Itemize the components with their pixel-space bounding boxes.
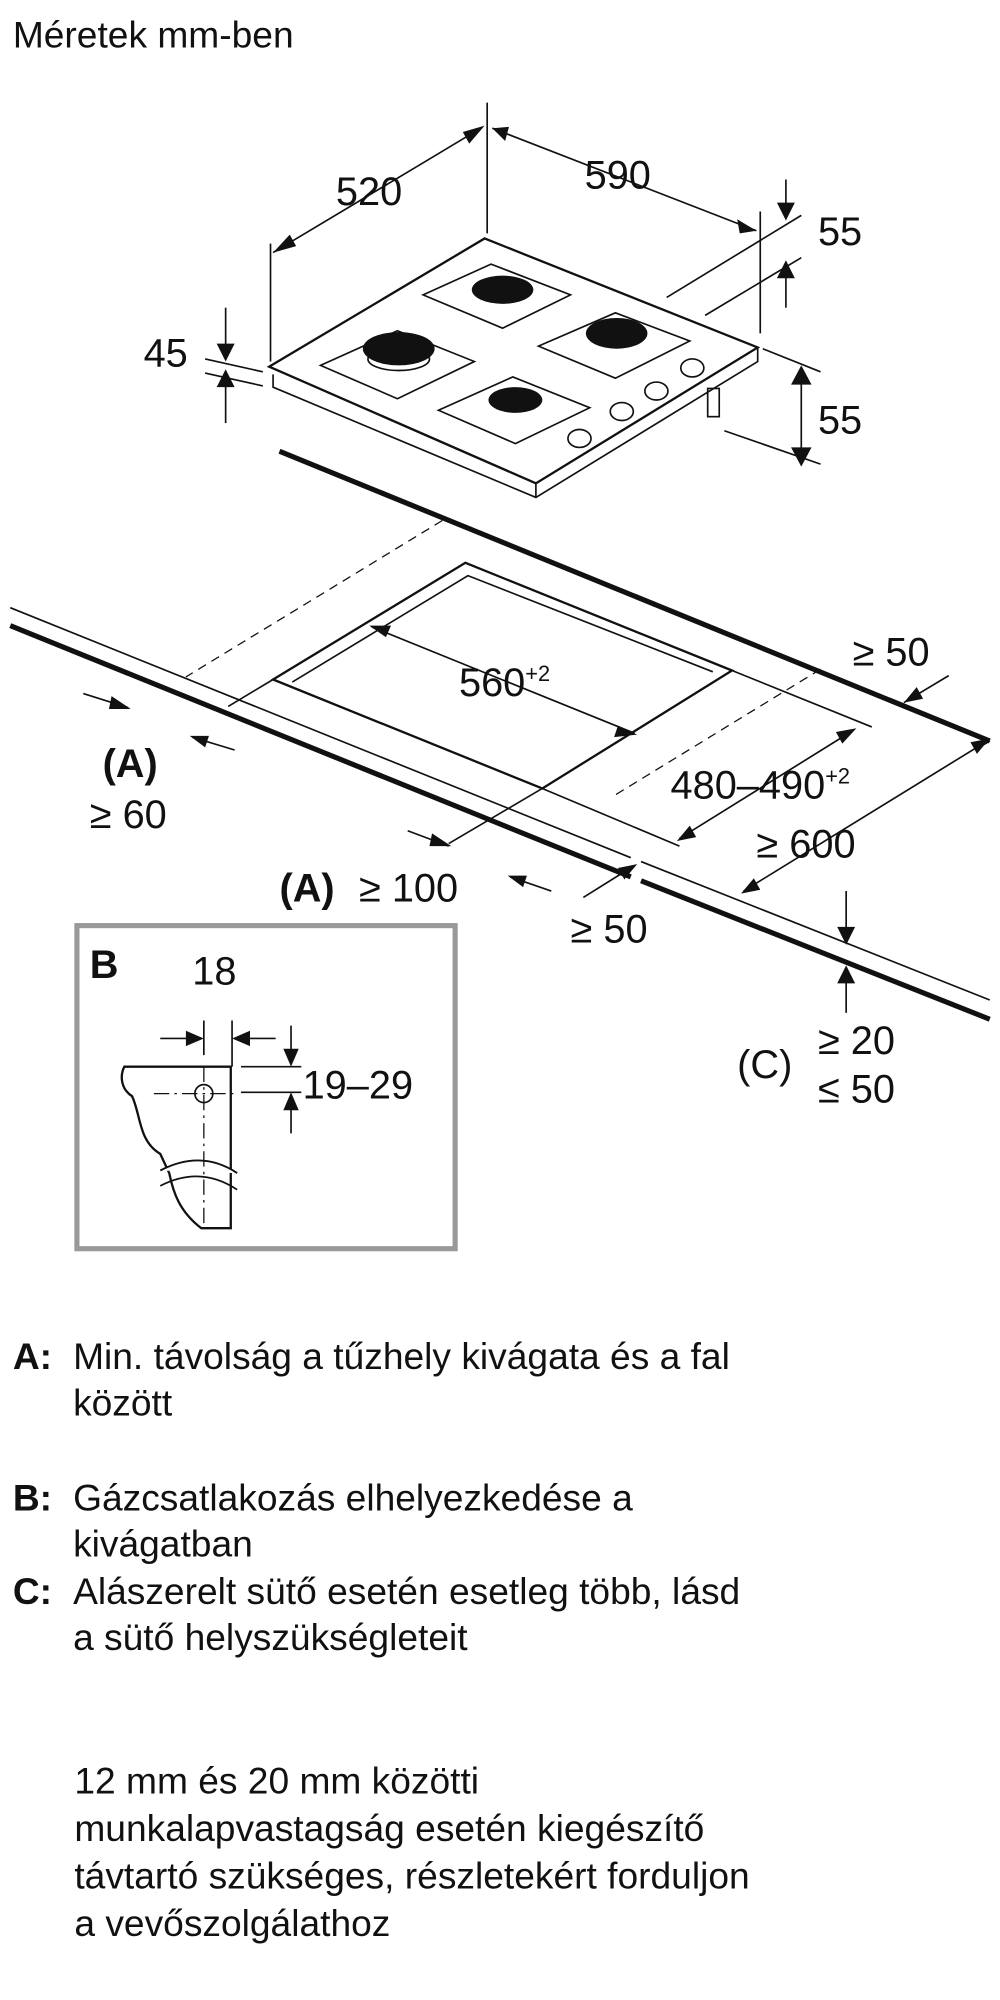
note-line-1: 12 mm és 20 mm közötti xyxy=(74,1760,479,1802)
burner-front xyxy=(436,376,592,445)
burner-right xyxy=(536,311,692,380)
thickness-label: 45 xyxy=(144,332,188,376)
legend-text-c-1: Alászerelt sütő esetén esetleg több, lás… xyxy=(73,1570,740,1612)
c-label: (C) xyxy=(737,1043,792,1087)
side-clearance-label: ≥ 60 xyxy=(90,793,167,837)
cutout-depth-label: 480–490+2 xyxy=(671,763,851,807)
legend-key-a: A: xyxy=(13,1335,52,1377)
depth-label: 520 xyxy=(336,170,402,214)
inset-label: B xyxy=(90,943,119,987)
c-min-label: ≥ 20 xyxy=(818,1019,895,1063)
page-title: Méretek mm-ben xyxy=(13,13,294,55)
cutout-width-label: 560+2 xyxy=(459,661,550,705)
back-clearance-label: ≥ 50 xyxy=(853,630,930,674)
front-a-label: (A) xyxy=(279,866,334,910)
legend-key-c: C: xyxy=(13,1570,52,1612)
inset-height-label: 19–29 xyxy=(303,1064,414,1108)
burner-top xyxy=(420,263,573,330)
top-offset-label: 55 xyxy=(818,210,862,254)
legend-text-c-2: a sütő helyszükségleteit xyxy=(73,1616,468,1658)
hob-dimension-lines xyxy=(204,102,821,467)
front-clearance-label: ≥ 100 xyxy=(359,866,458,910)
side-a-label: (A) xyxy=(103,742,158,786)
burner-left xyxy=(318,329,477,400)
hob-drawing xyxy=(266,237,761,499)
legend-text-b-2: kivágatban xyxy=(73,1522,253,1564)
note-line-3: távtartó szükséges, részletekért fordulj… xyxy=(74,1854,749,1896)
front-edge-label: ≥ 50 xyxy=(571,907,648,951)
height-below-label: 55 xyxy=(818,398,862,442)
c-max-label: ≤ 50 xyxy=(818,1068,895,1112)
note-line-4: a vevőszolgálathoz xyxy=(74,1902,390,1944)
legend: A: Min. távolság a tűzhely kivágata és a… xyxy=(13,1335,740,1658)
legend-text-a-2: között xyxy=(73,1381,173,1423)
legend-text-b-1: Gázcsatlakozás elhelyezkedése a xyxy=(73,1476,633,1518)
width-label: 590 xyxy=(585,153,651,197)
legend-text-a-1: Min. távolság a tűzhely kivágata és a fa… xyxy=(73,1335,730,1377)
countertop-drawing xyxy=(9,448,991,1022)
inset-b xyxy=(74,923,458,1252)
note-line-2: munkalapvastagság esetén kiegészítő xyxy=(74,1807,704,1849)
gas-connector xyxy=(706,387,721,418)
control-knobs xyxy=(567,358,705,449)
note: 12 mm és 20 mm közötti munkalapvastagság… xyxy=(74,1760,749,1944)
legend-key-b: B: xyxy=(13,1476,52,1518)
inset-width-label: 18 xyxy=(192,950,236,994)
counter-depth-label: ≥ 600 xyxy=(756,823,855,867)
